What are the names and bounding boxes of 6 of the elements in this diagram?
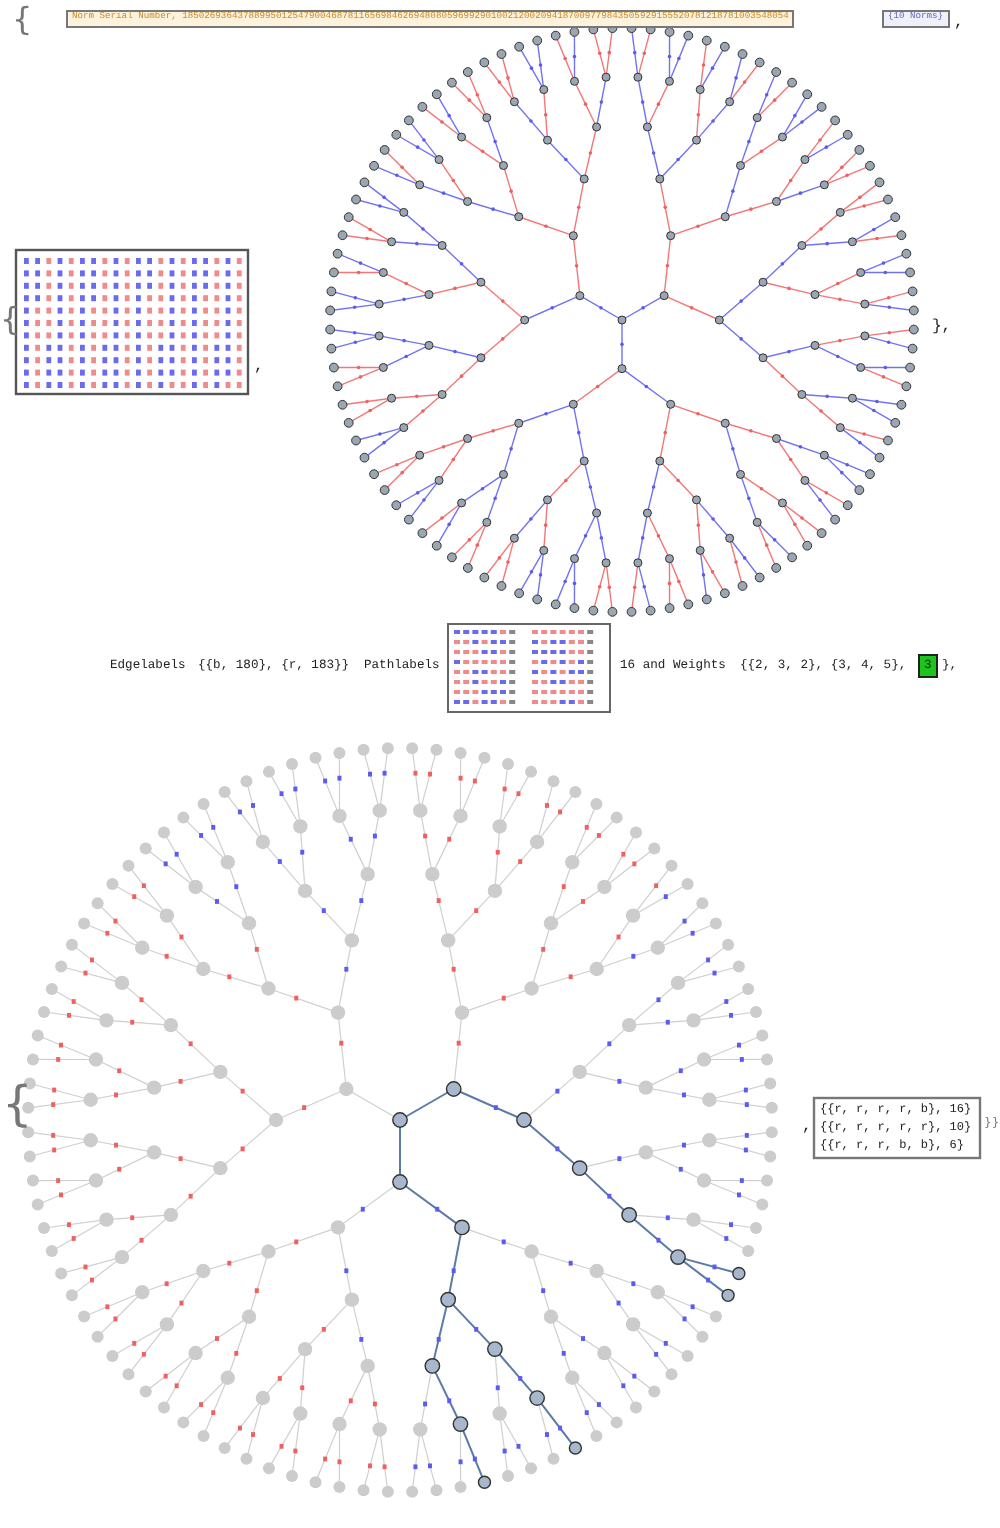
bracket: { xyxy=(12,4,33,36)
separator: }, xyxy=(932,320,952,336)
separator: , xyxy=(954,16,964,32)
separator: , xyxy=(254,360,264,376)
separator: , xyxy=(802,1120,812,1136)
bracket: { xyxy=(2,1080,33,1128)
